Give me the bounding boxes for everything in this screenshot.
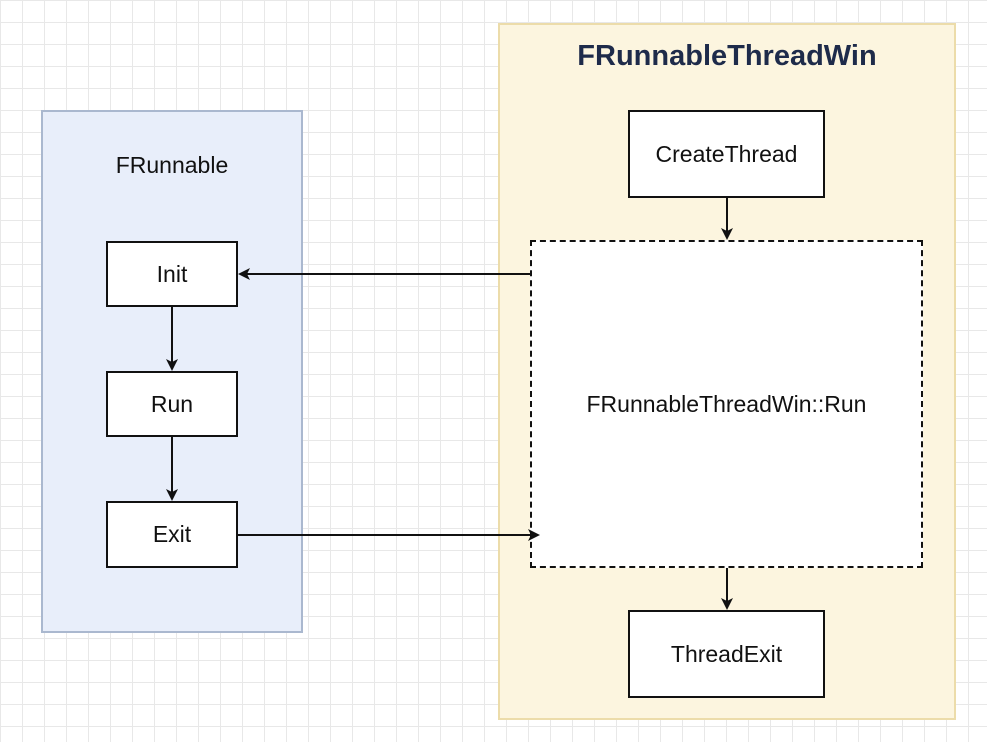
run-node: Run (106, 371, 238, 437)
thread-exit-node: ThreadExit (628, 610, 825, 698)
init-node: Init (106, 241, 238, 307)
init-node-label: Init (156, 260, 188, 287)
thread-run-node: FRunnableThreadWin::Run (530, 240, 923, 568)
create-thread-node-label: CreateThread (655, 140, 798, 167)
exit-node: Exit (106, 501, 238, 568)
exit-node-label: Exit (152, 521, 192, 547)
thread-exit-node-label: ThreadExit (670, 640, 783, 667)
frunnable-thread-win-group-title: FRunnableThreadWin (577, 40, 877, 72)
create-thread-node: CreateThread (628, 110, 825, 198)
run-node-label: Run (150, 390, 194, 417)
thread-run-node-label: FRunnableThreadWin::Run (586, 390, 867, 417)
frunnable-group-title: FRunnable (115, 152, 229, 178)
